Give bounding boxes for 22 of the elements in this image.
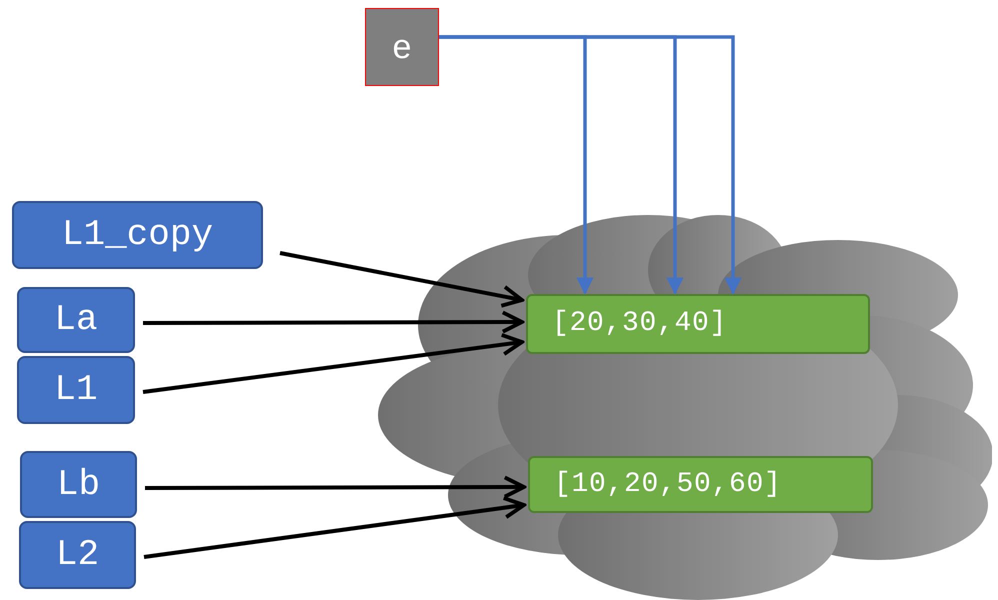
- arrow: [142, 333, 524, 394]
- node-label: e: [392, 26, 412, 68]
- node-label: [10,20,50,60]: [554, 468, 782, 502]
- node-label: L2: [56, 533, 100, 577]
- name-box: [17, 287, 135, 353]
- node-label: La: [54, 298, 98, 342]
- node-label: L1: [54, 368, 98, 412]
- arrow: [280, 251, 524, 308]
- list-box: [528, 456, 873, 513]
- list-box: [526, 294, 870, 354]
- arrow: [144, 496, 526, 559]
- name-box: [12, 201, 263, 269]
- name-box: [20, 451, 137, 518]
- name-box: [19, 521, 136, 589]
- node-label: [20,30,40]: [552, 307, 728, 341]
- arrow: [143, 310, 524, 334]
- node-label: Lb: [56, 462, 100, 506]
- variable-box: [365, 8, 439, 86]
- arrow: [145, 476, 526, 499]
- name-box: [17, 356, 135, 424]
- node-label: L1_copy: [62, 213, 214, 257]
- arrow: [439, 35, 742, 295]
